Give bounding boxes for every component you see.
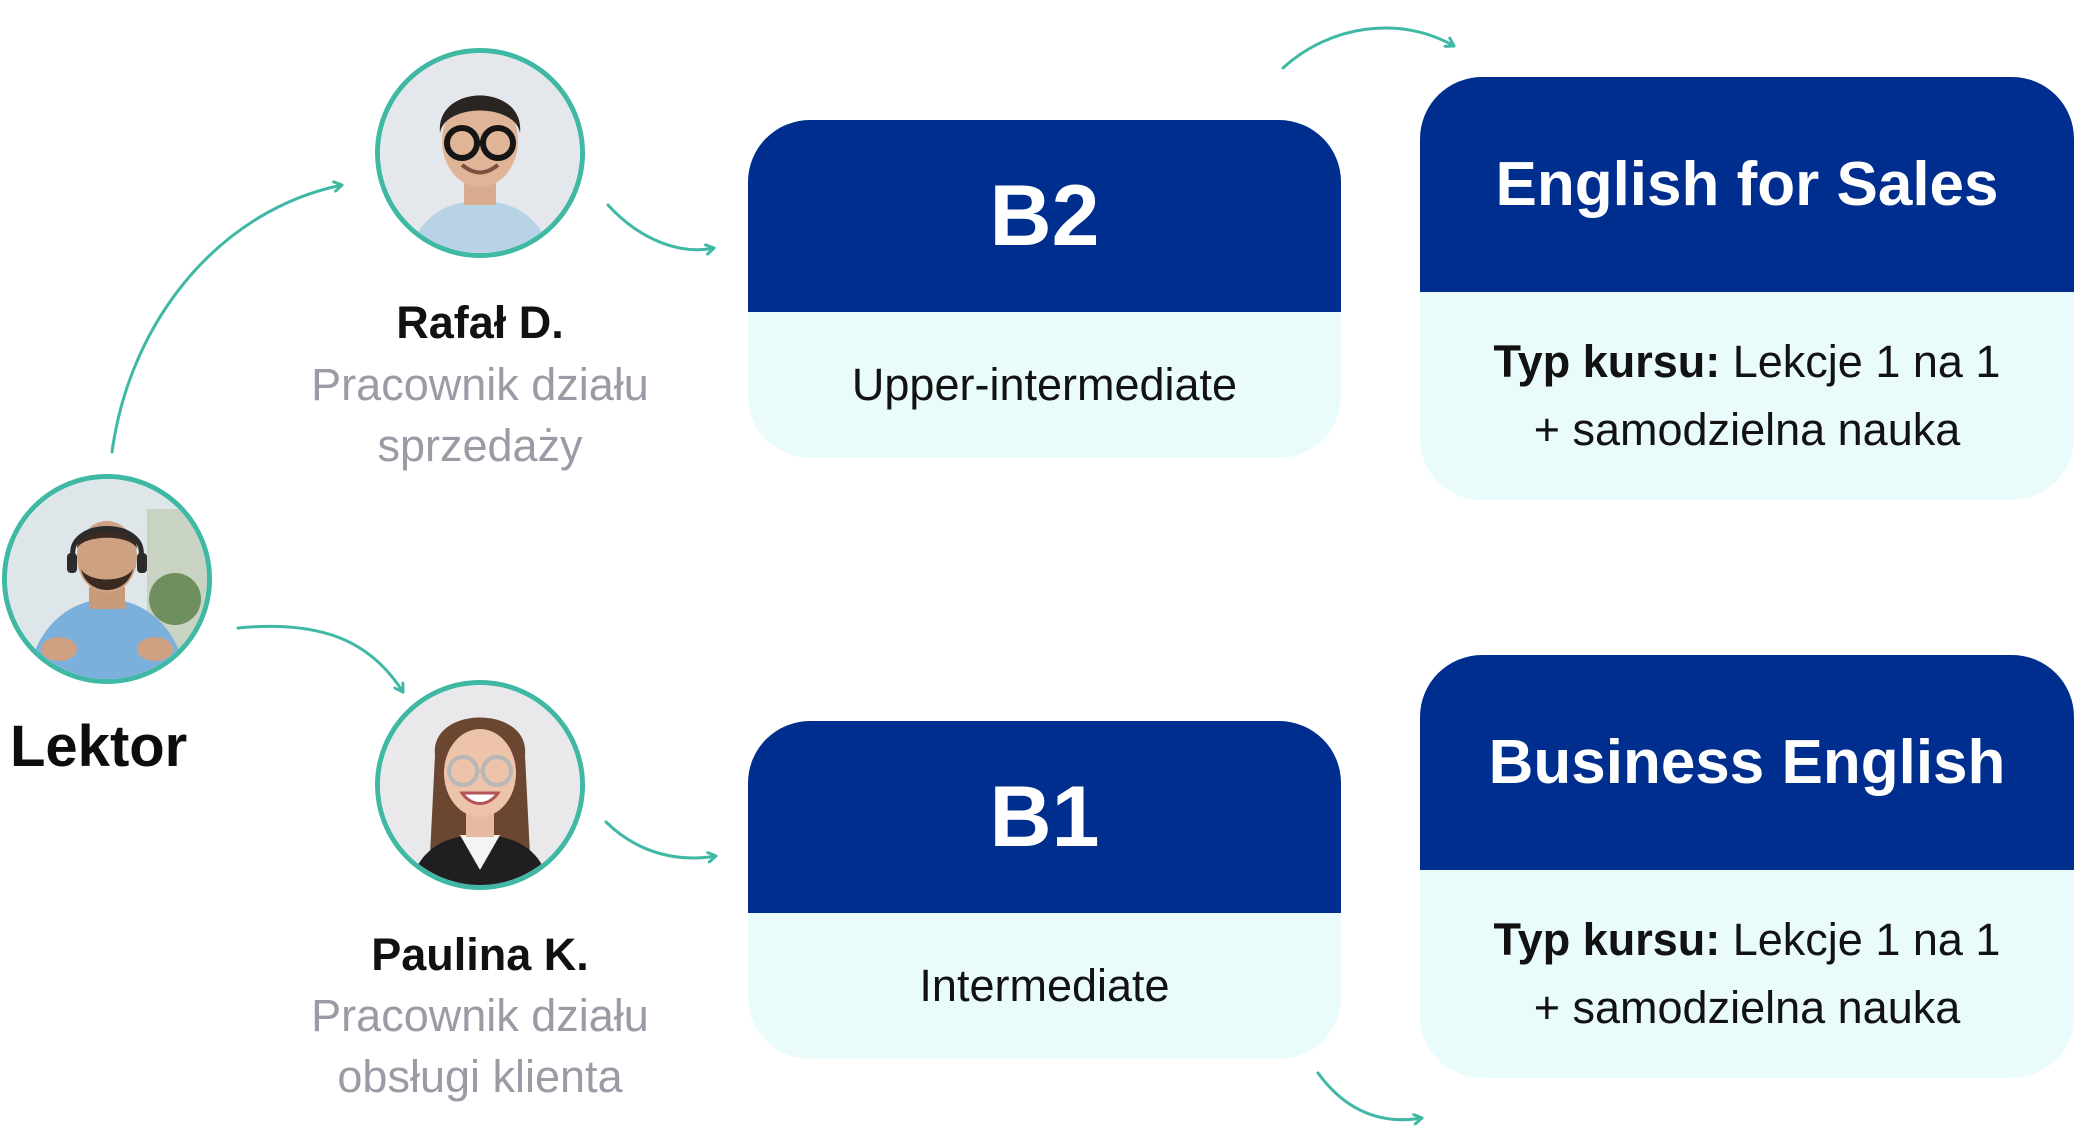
course-type-label: Typ kursu: [1493,914,1721,965]
rafal-role-line-1: Pracownik działu [311,359,649,410]
arrow-rafal-to-b2 [606,203,716,250]
course-type: Typ kursu: Lekcje 1 na 1 + samodzielna n… [1420,870,2074,1078]
rafal-avatar [375,48,585,258]
paulina-name: Paulina K. [371,929,589,980]
trainer-avatar [2,474,212,684]
arrow-paulina-to-b1 [604,820,718,858]
trainer-label: Lektor [10,714,188,779]
rafal-name: Rafał D. [396,297,564,348]
arrow-b1-to-business-english [1316,1071,1424,1120]
level-code: B2 [748,120,1341,312]
level-description: Upper-intermediate [851,359,1238,410]
rafal-role-line-2: sprzedaży [377,420,583,471]
arrow-trainer-to-paulina [236,624,405,694]
course-type-line-1: Typ kursu: Lekcje 1 na 1 [1494,328,2001,396]
rafal-photo-icon [380,53,580,253]
arrow-b2-to-english-for-sales [1281,26,1456,70]
course-type: Typ kursu: Lekcje 1 na 1 + samodzielna n… [1420,292,2074,500]
course-title: Business English [1420,655,2074,870]
course-type-value: Lekcje 1 na 1 [1732,336,2001,387]
course-type-line-1: Typ kursu: Lekcje 1 na 1 [1494,906,2001,974]
trainer-photo-icon [7,479,207,679]
course-type-line-2: + samodzielna nauka [1533,404,1961,455]
course-type-value: Lekcje 1 na 1 [1732,914,2001,965]
course-card-business-english: Business English Typ kursu: Lekcje 1 na … [1420,655,2074,1078]
course-type-line-2: + samodzielna nauka [1533,982,1961,1033]
course-type-label: Typ kursu: [1493,336,1721,387]
level-code: B1 [748,721,1341,913]
level-card-b1: B1 Intermediate [748,721,1341,1059]
paulina-photo-icon [380,685,580,885]
course-card-english-for-sales: English for Sales Typ kursu: Lekcje 1 na… [1420,77,2074,500]
level-card-b2: B2 Upper-intermediate [748,120,1341,458]
paulina-role-line-2: obsługi klienta [337,1051,623,1102]
level-description: Intermediate [919,960,1170,1011]
paulina-avatar [375,680,585,890]
paulina-role-line-1: Pracownik działu [311,990,649,1041]
course-title: English for Sales [1420,77,2074,292]
